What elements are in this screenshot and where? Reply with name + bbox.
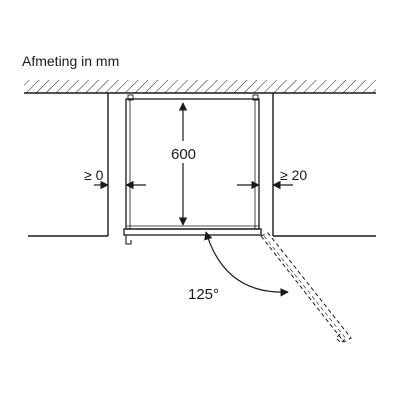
door-swing-arc — [204, 231, 289, 297]
appliance-door-closed — [123, 228, 262, 245]
appliance-door-open — [260, 232, 352, 344]
door-angle-label: 125° — [188, 286, 219, 303]
left-cabinet-wall — [28, 93, 109, 237]
right-gap-label: ≥ 20 — [280, 167, 307, 183]
left-gap-label: ≥ 0 — [84, 167, 104, 183]
ceiling-worktop — [24, 80, 376, 94]
height-dimension — [170, 102, 212, 226]
height-dimension-label: 600 — [171, 146, 196, 163]
right-cabinet-wall — [272, 93, 376, 237]
diagram-title: Afmeting in mm — [22, 53, 119, 69]
